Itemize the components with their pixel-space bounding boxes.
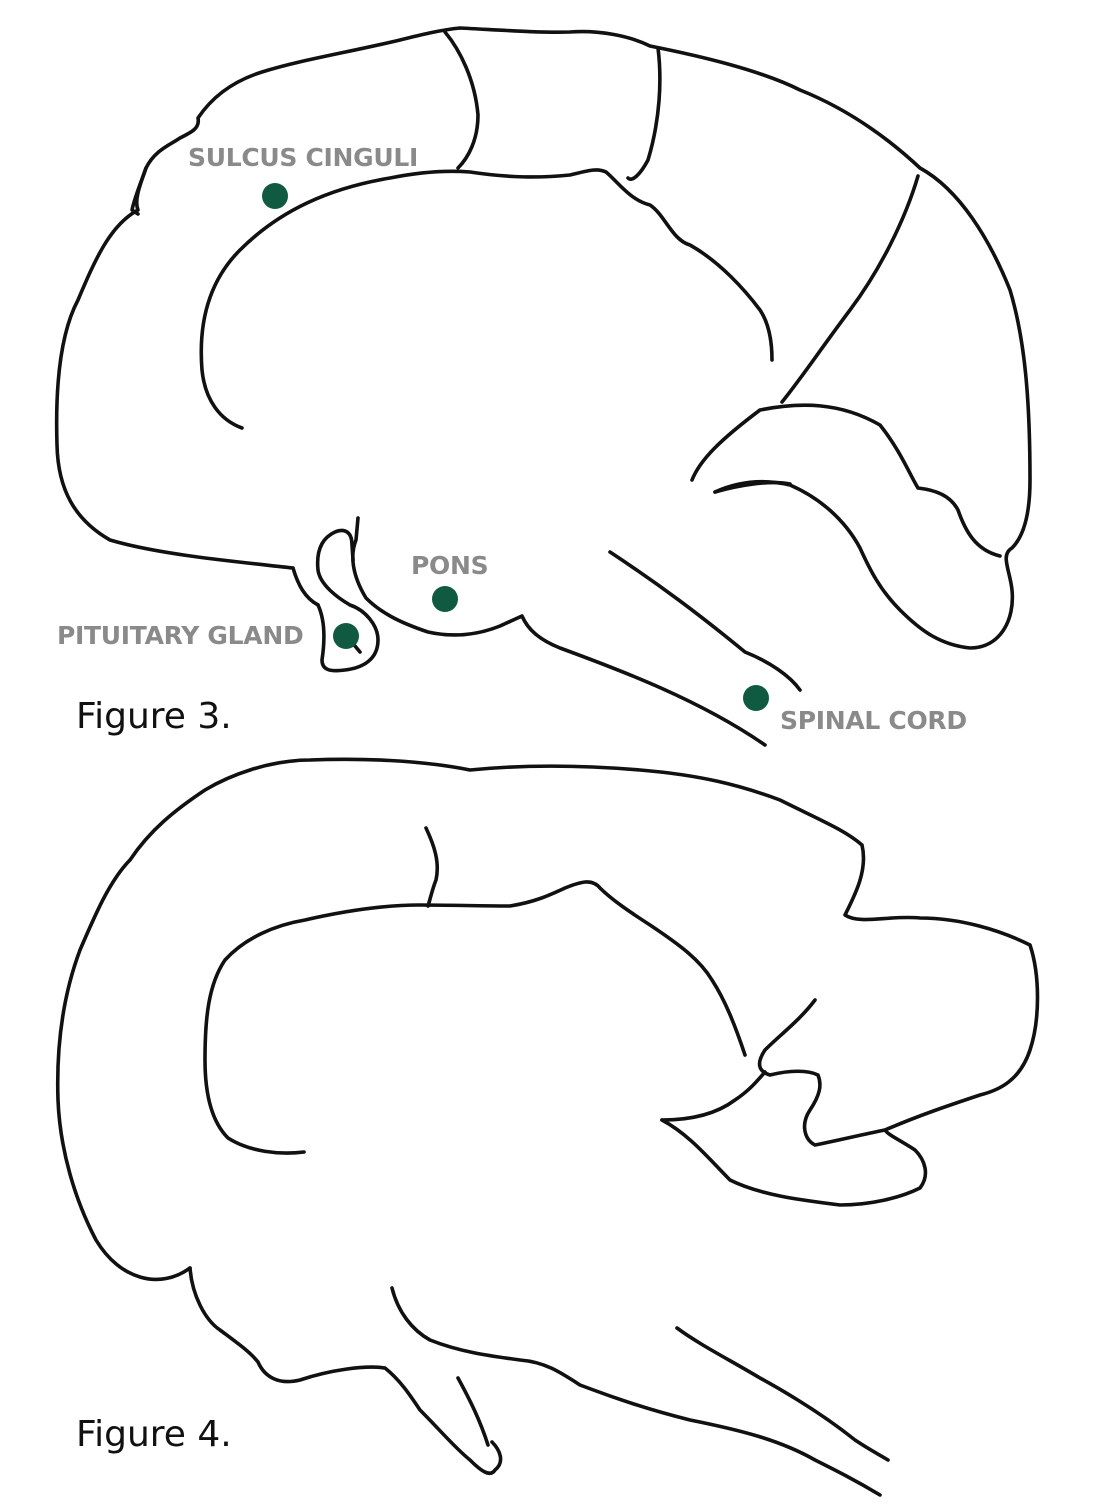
spinal-cord-marker xyxy=(743,685,769,711)
pituitary-gland-marker xyxy=(333,623,359,649)
sulcus-cinguli-label: SULCUS CINGULI xyxy=(188,143,418,172)
figure-4-calcarine-line xyxy=(660,1070,767,1122)
figure-3-brain-outline xyxy=(54,26,1032,747)
figure-4-inferior-contour xyxy=(188,1266,503,1476)
figure-4-cingulate-sulcus xyxy=(203,880,747,1155)
figure-3-cingulate-sulcus xyxy=(199,168,774,430)
figure-3-sulcus-division-3 xyxy=(780,174,920,404)
figure-3-sulcus-division-1 xyxy=(443,30,480,170)
figure-4-caption: Figure 4. xyxy=(76,1414,232,1455)
figure-3-front-notch xyxy=(130,166,148,216)
figure-3 xyxy=(54,26,1032,747)
pituitary-gland-label: PITUITARY GLAND xyxy=(57,621,303,650)
sulcus-cinguli-marker xyxy=(262,183,288,209)
figure-4-occipital-shape xyxy=(660,998,928,1207)
figure-4-spinal-cord-line xyxy=(675,1326,890,1462)
figure-4-pons-contour xyxy=(390,1286,882,1497)
figure-3-calcarine-curve xyxy=(690,403,1002,558)
pons-label: PONS xyxy=(411,551,488,580)
figure-3-pituitary-outline xyxy=(315,528,380,673)
figure-3-lower-curve xyxy=(713,480,792,494)
figure-3-sulcus-division-2 xyxy=(626,46,662,181)
figure-4-pituitary-stalk xyxy=(456,1376,490,1447)
figure-4 xyxy=(55,757,1040,1497)
figure-4-brain-outline xyxy=(55,757,1040,1282)
figure-4-upper-sulcus xyxy=(424,826,440,908)
pons-marker xyxy=(432,586,458,612)
spinal-cord-label: SPINAL CORD xyxy=(780,706,967,735)
figure-3-caption: Figure 3. xyxy=(76,696,232,737)
